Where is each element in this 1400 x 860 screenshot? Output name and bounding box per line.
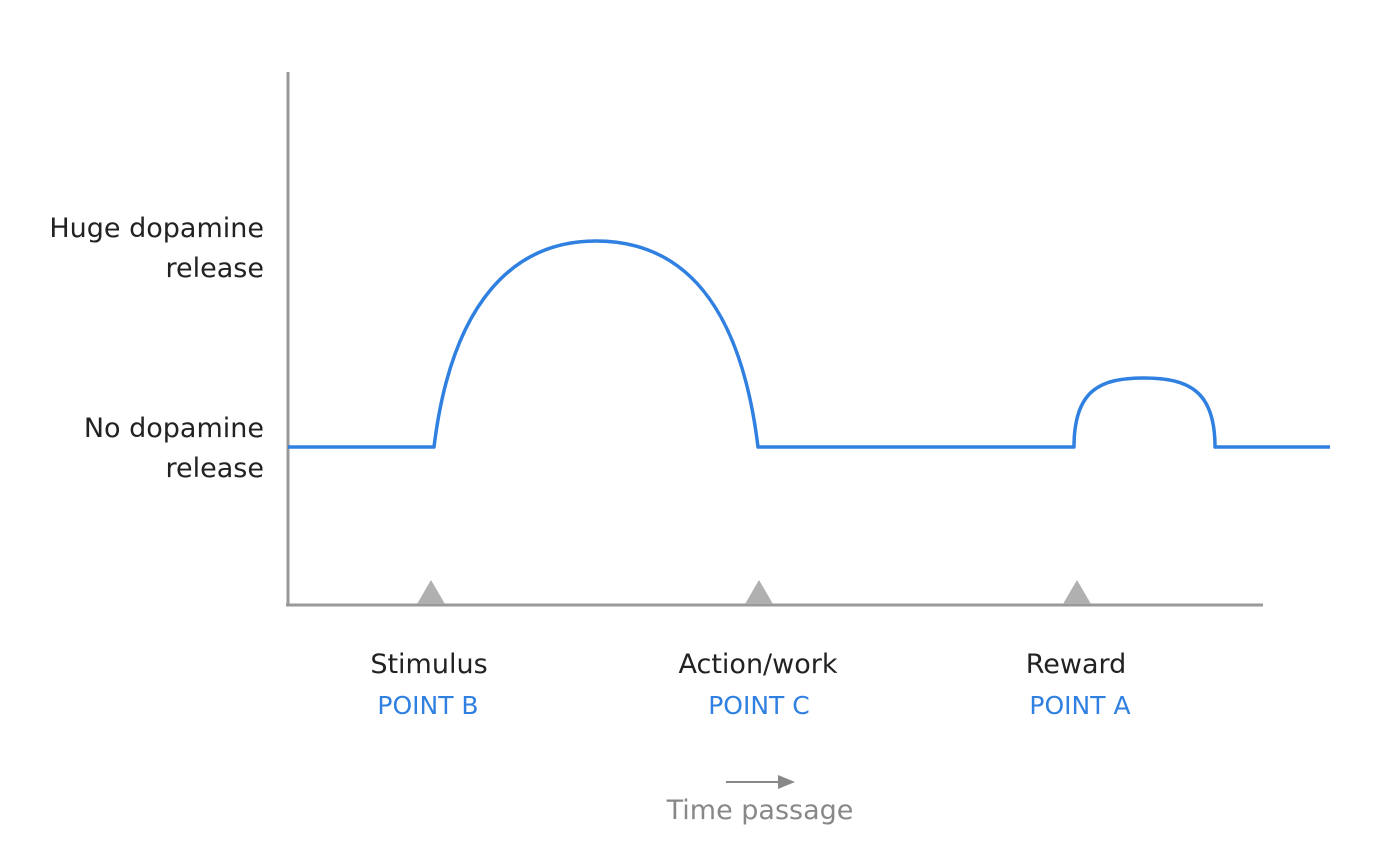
point-label-action: POINT C bbox=[708, 691, 810, 720]
stimulus-marker bbox=[417, 580, 445, 604]
event-label-action: Action/work bbox=[678, 649, 838, 680]
y-label-low: No dopamine release bbox=[83, 413, 264, 484]
time-arrow-head bbox=[778, 775, 795, 789]
event-label-stimulus: Stimulus bbox=[370, 649, 488, 680]
event-label-reward: Reward bbox=[1025, 649, 1127, 680]
point-label-stimulus: POINT B bbox=[377, 691, 479, 720]
dopamine-curve bbox=[288, 239, 1330, 449]
reward-marker bbox=[1063, 580, 1091, 604]
time-passage-label: Time passage bbox=[666, 795, 854, 826]
action-marker bbox=[745, 580, 773, 604]
y-label-high: Huge dopamine release bbox=[49, 213, 264, 284]
point-label-reward: POINT A bbox=[1029, 691, 1131, 720]
